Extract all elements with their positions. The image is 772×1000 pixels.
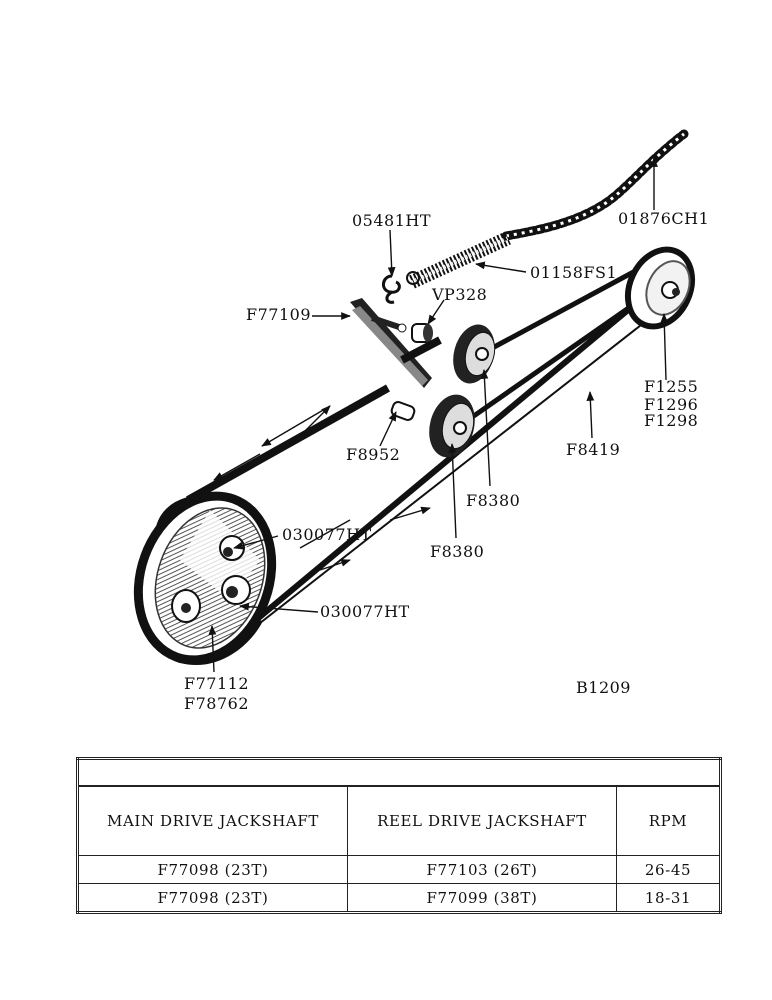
- cell-main-drive: F77098 (23T): [77, 855, 348, 884]
- header-rpm: RPM: [616, 785, 721, 856]
- upper-drive-pulley: [624, 246, 696, 330]
- label-large-pulley-2: F78762: [184, 694, 249, 713]
- cell-rpm: 26-45: [616, 855, 721, 884]
- s-hook: [382, 274, 401, 304]
- label-pulley-2: F1296: [644, 395, 698, 414]
- tension-spring: [406, 231, 511, 289]
- cell-reel-drive: F77099 (38T): [347, 883, 617, 913]
- label-pulley-1: F1255: [644, 377, 698, 396]
- label-set-screw-2: 030077HT: [320, 602, 410, 621]
- figure-id: B1209: [576, 678, 631, 697]
- idler-pulley-upper: [453, 324, 496, 384]
- table-row: F77098 (23T) F77099 (38T) 18-31: [77, 883, 721, 913]
- header-main-drive: MAIN DRIVE JACKSHAFT: [77, 785, 348, 856]
- label-large-pulley-1: F77112: [184, 674, 249, 693]
- label-set-screw-1: 030077HT: [282, 525, 372, 544]
- label-chain: 01876CH1: [618, 209, 709, 228]
- label-arm: F77109: [246, 305, 311, 324]
- cell-rpm: 18-31: [616, 883, 721, 913]
- label-hook: 05481HT: [352, 211, 431, 230]
- label-spring: 01158FS1: [530, 263, 617, 282]
- label-idler-upper: F8380: [466, 491, 520, 510]
- table-row: F77098 (23T) F77103 (26T) 26-45: [77, 855, 721, 884]
- table-header-row: MAIN DRIVE JACKSHAFT REEL DRIVE JACKSHAF…: [77, 785, 721, 856]
- leader-lines: [208, 157, 669, 673]
- idler-pulley-lower: [429, 394, 475, 458]
- table-title-row: [77, 758, 721, 787]
- pin: [390, 401, 416, 421]
- label-bushing: VP328: [431, 285, 487, 304]
- cell-reel-drive: F77103 (26T): [347, 855, 617, 884]
- header-reel-drive: REEL DRIVE JACKSHAFT: [347, 785, 617, 856]
- bushing: [411, 323, 433, 343]
- label-belt: F8419: [566, 440, 620, 459]
- direction-arrows: [213, 405, 431, 571]
- belt-drive-diagram: 01876CH1 05481HT 01158FS1 VP328 F77109 F…: [133, 129, 709, 713]
- label-pin: F8952: [346, 445, 400, 464]
- jackshaft-table: MAIN DRIVE JACKSHAFT REEL DRIVE JACKSHAF…: [76, 757, 722, 914]
- label-pulley-3: F1298: [644, 411, 698, 430]
- large-drive-pulley: [133, 491, 277, 665]
- idler-arm: [350, 298, 432, 388]
- label-idler-lower: F8380: [430, 542, 484, 561]
- cell-main-drive: F77098 (23T): [77, 883, 348, 913]
